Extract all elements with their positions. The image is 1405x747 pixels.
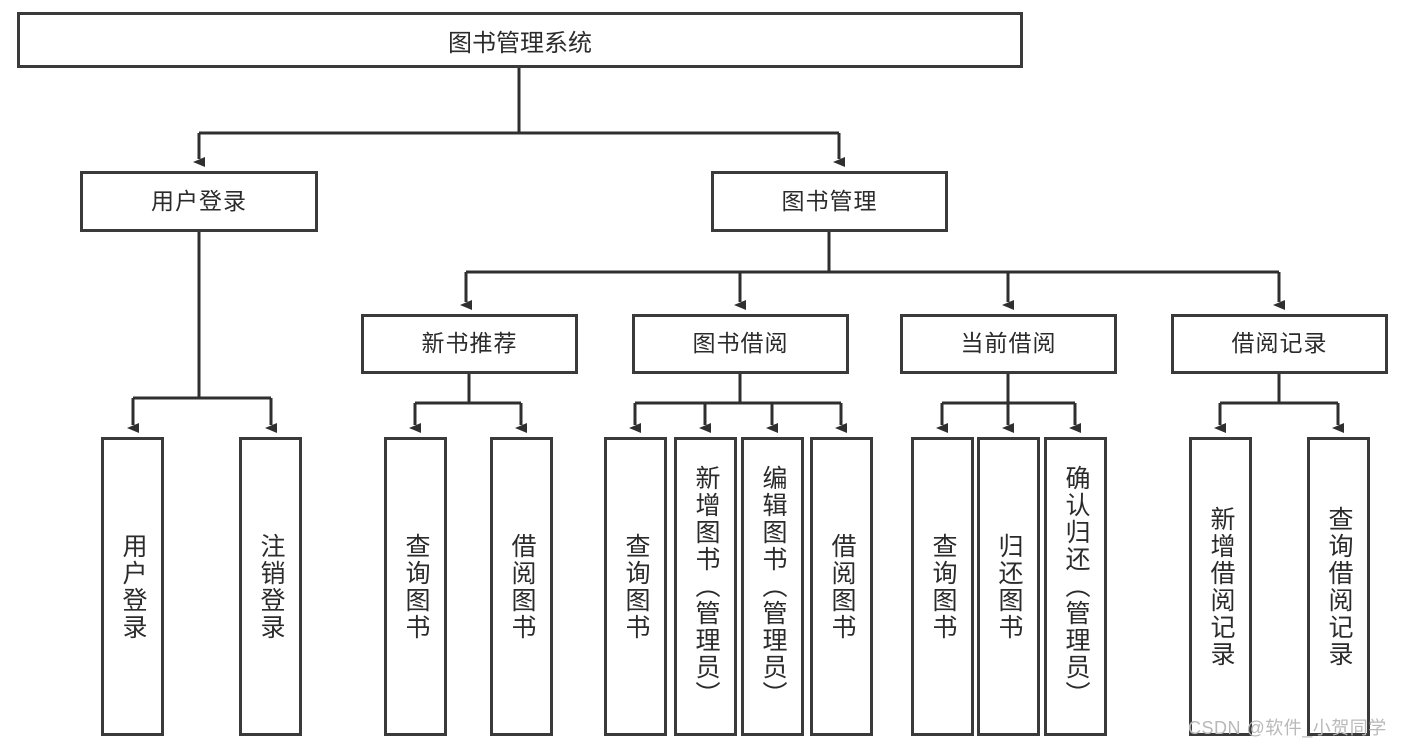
leaf-borrow-book-recommend-label: 借阅图书 <box>508 532 536 641</box>
leaf-query-book-current[interactable]: 查询图书 <box>911 437 974 736</box>
leaf-add-borrow-record[interactable]: 新增借阅记录 <box>1189 437 1252 736</box>
node-current-borrow-label: 当前借阅 <box>960 330 1057 357</box>
node-book-borrow-label: 图书借阅 <box>692 330 789 357</box>
leaf-query-book-recommend-label: 查询图书 <box>402 532 430 641</box>
leaf-confirm-return-admin-label: 确认归还（管理员） <box>1062 465 1090 708</box>
leaf-confirm-return-admin[interactable]: 确认归还（管理员） <box>1044 437 1107 736</box>
leaf-query-book-recommend[interactable]: 查询图书 <box>384 437 447 736</box>
node-book-management[interactable]: 图书管理 <box>711 171 948 232</box>
leaf-logout[interactable]: 注销登录 <box>239 437 302 736</box>
leaf-edit-book-admin-label: 编辑图书（管理员） <box>759 465 787 708</box>
node-root-label: 图书管理系统 <box>448 29 592 57</box>
leaf-add-book-admin[interactable]: 新增图书（管理员） <box>674 437 737 736</box>
leaf-query-borrow-record-label: 查询借阅记录 <box>1325 505 1353 668</box>
leaf-user-login-label: 用户登录 <box>119 532 147 641</box>
node-user-login[interactable]: 用户登录 <box>80 171 318 232</box>
node-borrow-record[interactable]: 借阅记录 <box>1171 314 1388 374</box>
node-user-login-label: 用户登录 <box>151 187 247 214</box>
leaf-return-book[interactable]: 归还图书 <box>977 437 1040 736</box>
leaf-user-login[interactable]: 用户登录 <box>101 437 164 736</box>
node-new-book-recommend[interactable]: 新书推荐 <box>361 314 578 374</box>
leaf-edit-book-admin[interactable]: 编辑图书（管理员） <box>741 437 804 736</box>
node-root[interactable]: 图书管理系统 <box>17 12 1023 68</box>
leaf-borrow-book-recommend[interactable]: 借阅图书 <box>490 437 553 736</box>
leaf-borrow-book-label: 借阅图书 <box>828 532 856 641</box>
leaf-logout-label: 注销登录 <box>257 532 285 641</box>
watermark: CSDN @软件_小贺同学 <box>1188 718 1387 738</box>
leaf-query-borrow-record[interactable]: 查询借阅记录 <box>1307 437 1370 736</box>
leaf-add-borrow-record-label: 新增借阅记录 <box>1207 505 1235 668</box>
leaf-query-book-borrow-label: 查询图书 <box>622 532 650 641</box>
leaf-borrow-book[interactable]: 借阅图书 <box>810 437 873 736</box>
node-book-borrow[interactable]: 图书借阅 <box>632 314 849 374</box>
node-new-book-recommend-label: 新书推荐 <box>421 330 518 357</box>
node-current-borrow[interactable]: 当前借阅 <box>900 314 1117 374</box>
leaf-add-book-admin-label: 新增图书（管理员） <box>692 465 720 708</box>
leaf-query-book-borrow[interactable]: 查询图书 <box>604 437 667 736</box>
node-borrow-record-label: 借阅记录 <box>1231 330 1328 357</box>
leaf-query-book-current-label: 查询图书 <box>929 532 957 641</box>
leaf-return-book-label: 归还图书 <box>995 532 1023 641</box>
node-book-management-label: 图书管理 <box>781 187 878 214</box>
